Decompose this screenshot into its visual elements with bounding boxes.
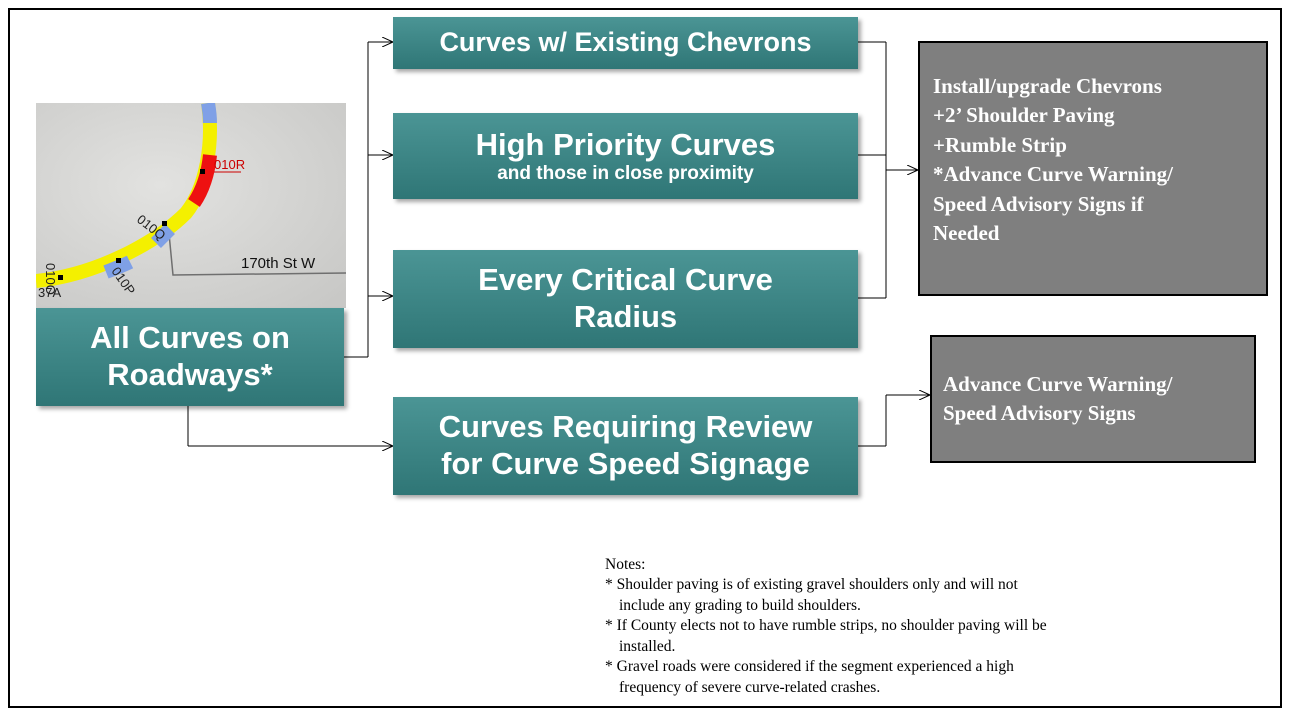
map-label-010R: 010R xyxy=(214,157,245,172)
map-graphic: 010R 010Q 010P 010O 37A 170th St W xyxy=(36,103,346,308)
high-priority-title: High Priority Curves xyxy=(475,126,776,162)
all-curves-line1: All Curves on xyxy=(90,320,290,356)
notes: Notes: * Shoulder paving is of existing … xyxy=(605,555,1245,698)
install-line-3: +Rumble Strip xyxy=(933,132,1067,157)
high-priority-sub: and those in close proximity xyxy=(497,163,754,185)
map-label-37A: 37A xyxy=(38,285,61,300)
advance-line-1: Advance Curve Warning/ xyxy=(943,372,1173,396)
note-3-line1: * Gravel roads were considered if the se… xyxy=(605,658,1014,676)
critical-radius-line1: Every Critical Curve xyxy=(478,262,773,298)
chevrons-box: Curves w/ Existing Chevrons xyxy=(393,17,858,69)
install-line-5: Speed Advisory Signs if xyxy=(933,191,1144,216)
review-box: Curves Requiring Review for Curve Speed … xyxy=(393,397,858,495)
note-item: * If County elects not to have rumble st… xyxy=(605,616,1245,657)
install-line-4: *Advance Curve Warning/ xyxy=(933,162,1173,187)
all-curves-box: All Curves on Roadways* xyxy=(36,308,344,406)
review-line1: Curves Requiring Review xyxy=(438,409,813,445)
map-thumbnail: 010R 010Q 010P 010O 37A 170th St W xyxy=(36,103,346,308)
note-item: * Shoulder paving is of existing gravel … xyxy=(605,575,1245,616)
advance-outcome-box: Advance Curve Warning/ Speed Advisory Si… xyxy=(930,335,1256,463)
map-label-010O: 010O xyxy=(43,263,58,295)
note-1-line1: * Shoulder paving is of existing gravel … xyxy=(605,576,1018,594)
map-street-label: 170th St W xyxy=(241,255,316,272)
note-item: * Gravel roads were considered if the se… xyxy=(605,657,1245,698)
note-1-line2: include any grading to build shoulders. xyxy=(619,596,861,614)
install-outcome-box: Install/upgrade Chevrons +2’ Shoulder Pa… xyxy=(918,41,1268,296)
review-line2: for Curve Speed Signage xyxy=(441,446,810,481)
install-line-1: Install/upgrade Chevrons xyxy=(933,74,1162,98)
advance-line-2: Speed Advisory Signs xyxy=(943,401,1136,426)
notes-heading: Notes: xyxy=(605,556,646,573)
note-2-line2: installed. xyxy=(619,637,676,655)
chevrons-label: Curves w/ Existing Chevrons xyxy=(439,27,812,58)
note-2-line1: * If County elects not to have rumble st… xyxy=(605,617,1047,635)
critical-radius-line2: Radius xyxy=(573,299,678,334)
note-3-line2: frequency of severe curve-related crashe… xyxy=(619,678,881,696)
install-line-6: Needed xyxy=(933,220,1000,245)
install-line-2: +2’ Shoulder Paving xyxy=(933,103,1115,128)
critical-radius-box: Every Critical Curve Radius xyxy=(393,250,858,348)
all-curves-line2: Roadways* xyxy=(107,357,273,392)
high-priority-box: High Priority Curves and those in close … xyxy=(393,113,858,199)
